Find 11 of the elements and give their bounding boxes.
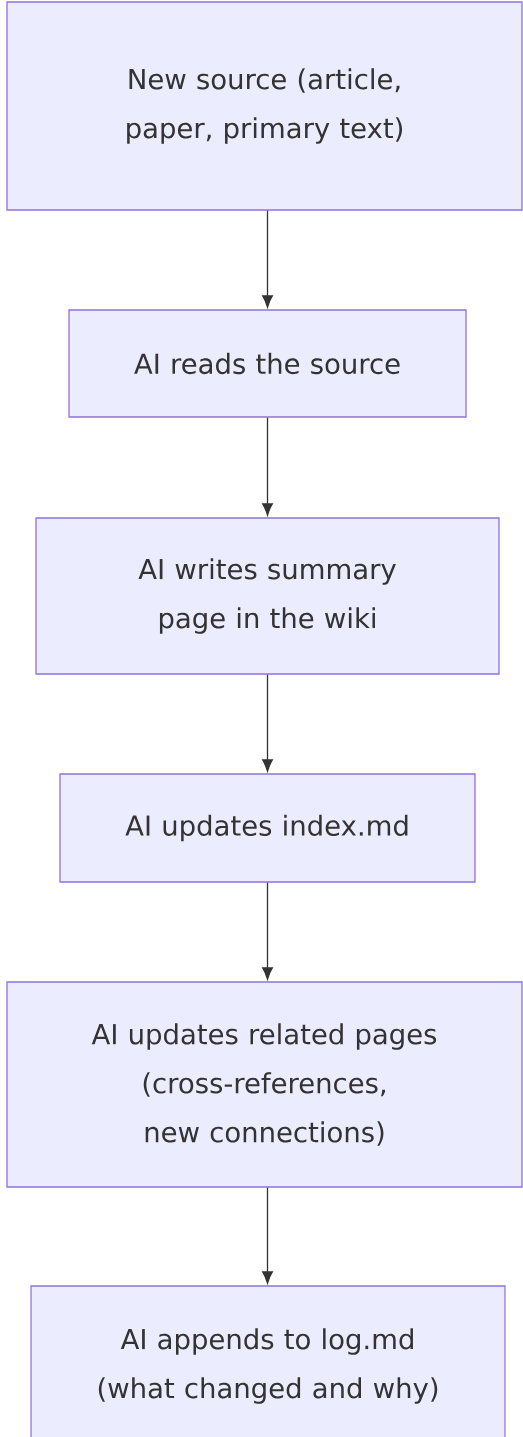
process-box: New source (article, paper, primary text) [6, 1, 523, 211]
arrow [262, 417, 273, 516]
process-box: AI writes summary page in the wiki [35, 517, 500, 675]
arrow [262, 1187, 273, 1284]
process-box: AI updates index.md [59, 773, 476, 883]
arrow [262, 674, 273, 772]
process-box: AI reads the source [68, 309, 467, 418]
process-box: AI updates related pages (cross-references, new connections) [6, 981, 523, 1188]
process-box: AI appends to log.md (what changed and why) [30, 1285, 506, 1437]
arrow [262, 882, 273, 980]
arrow [262, 210, 273, 308]
